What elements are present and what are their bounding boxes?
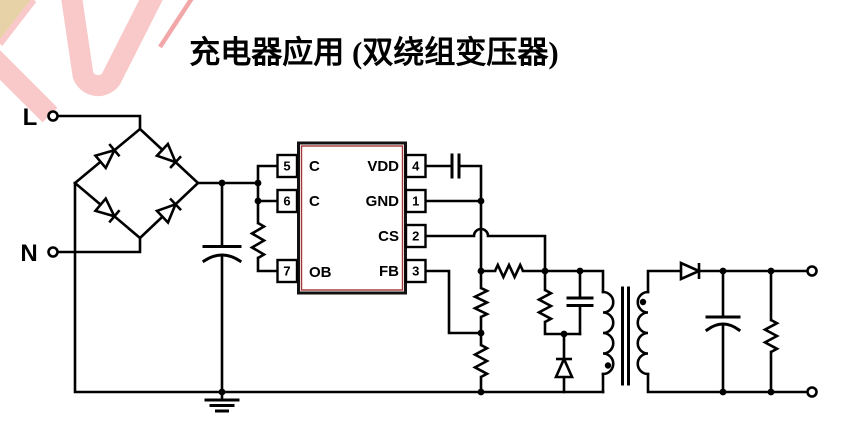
bulk-capacitor [201,245,243,264]
transformer-core [621,286,630,386]
primary-phase-dot [604,362,612,369]
ob-resistor [249,221,267,260]
snubber-resistor [536,288,554,324]
output-resistor [762,318,780,354]
watermark-stroke [0,50,58,123]
svg-text:1: 1 [412,194,419,209]
output-rectifier-diode-icon [679,261,701,281]
junction-dots [218,179,775,396]
ic-body-inner-outline [300,145,404,291]
svg-text:4: 4 [412,159,420,174]
wires [56,114,809,394]
ic-pin-label-vdd: VDD [367,158,399,175]
ic-pin-1: 1 [404,188,427,214]
svg-text:2: 2 [412,229,419,244]
output-positive-terminal [806,265,818,277]
bridge-rectifier [94,142,183,224]
ic-pin-label-gnd: GND [366,193,400,210]
ic-body [297,141,407,295]
horizontal-resistor [493,261,525,281]
ic-pin-label-ob: OB [309,264,332,281]
output-terminals [806,265,818,398]
live-label: L [23,104,38,131]
transformer [601,286,650,386]
watermark-u-shape [61,0,163,97]
figure-title: 充电器应用 (双绕组变压器) [189,35,558,70]
secondary-winding [636,290,650,376]
live-terminal [47,110,59,122]
ic-pin-7: 7 [276,258,299,284]
svg-text:3: 3 [412,264,419,279]
ic-pin-label-fb: FB [379,263,399,280]
secondary-phase-dot [639,298,647,306]
svg-text:6: 6 [283,194,290,209]
divider-resistor-bottom [472,343,490,379]
output-negative-terminal [806,386,818,398]
ic-pin-2: 2 [404,223,427,249]
watermark-logo [0,0,194,123]
svg-text:5: 5 [283,159,290,174]
primary-winding [601,290,615,376]
ic-pin-5: 5 [276,153,299,179]
snubber-capacitor [566,296,594,307]
ic-pin-6: 6 [276,188,299,214]
snubber-diode-icon [554,357,574,379]
input-terminals: L N [20,104,59,267]
ic-pin-4: 4 [404,153,427,179]
neutral-terminal [47,246,59,258]
ic-pin-label-c2: C [309,193,320,210]
divider-resistor-top [472,286,490,319]
ic-pin-label-c1: C [309,158,320,175]
svg-text:7: 7 [283,264,290,279]
resistors [249,221,780,379]
neutral-label: N [20,240,37,267]
vdd-capacitor [450,153,461,179]
output-capacitor [704,315,742,333]
ic-pin-boxes: 5 6 7 4 1 2 3 [276,153,427,284]
ic-chip: C C OB VDD GND CS FB [297,141,407,295]
ic-pin-3: 3 [404,258,427,284]
ic-pin-label-cs: CS [378,228,399,245]
watermark-thin-line [158,0,194,49]
